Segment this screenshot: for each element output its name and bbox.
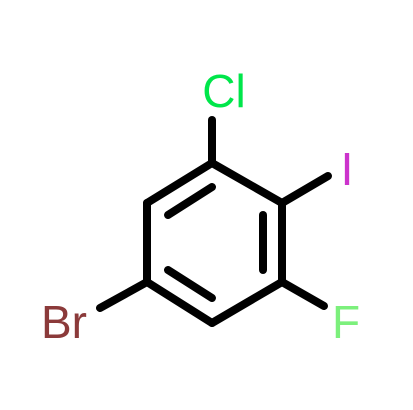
bond-c4-c5 (143, 278, 216, 327)
ring-bonds (143, 159, 286, 327)
atom-label-f: F (332, 296, 360, 348)
inner-bond-c6-c1 (164, 183, 216, 219)
bond-c2-i (278, 172, 332, 207)
substituent-bonds (96, 116, 332, 312)
atom-label-i: I (341, 143, 354, 195)
bond-c6-c1 (143, 159, 216, 207)
bond-c3-f (278, 278, 328, 310)
bond-c5-br (96, 278, 151, 312)
aromatic-inner-bonds (164, 183, 267, 302)
bond-c3-c4 (208, 278, 286, 327)
atom-label-br: Br (41, 296, 87, 348)
inner-bond-c4-c5 (164, 266, 216, 302)
bond-c1-c2 (208, 159, 286, 207)
atom-label-cl: Cl (202, 65, 245, 117)
